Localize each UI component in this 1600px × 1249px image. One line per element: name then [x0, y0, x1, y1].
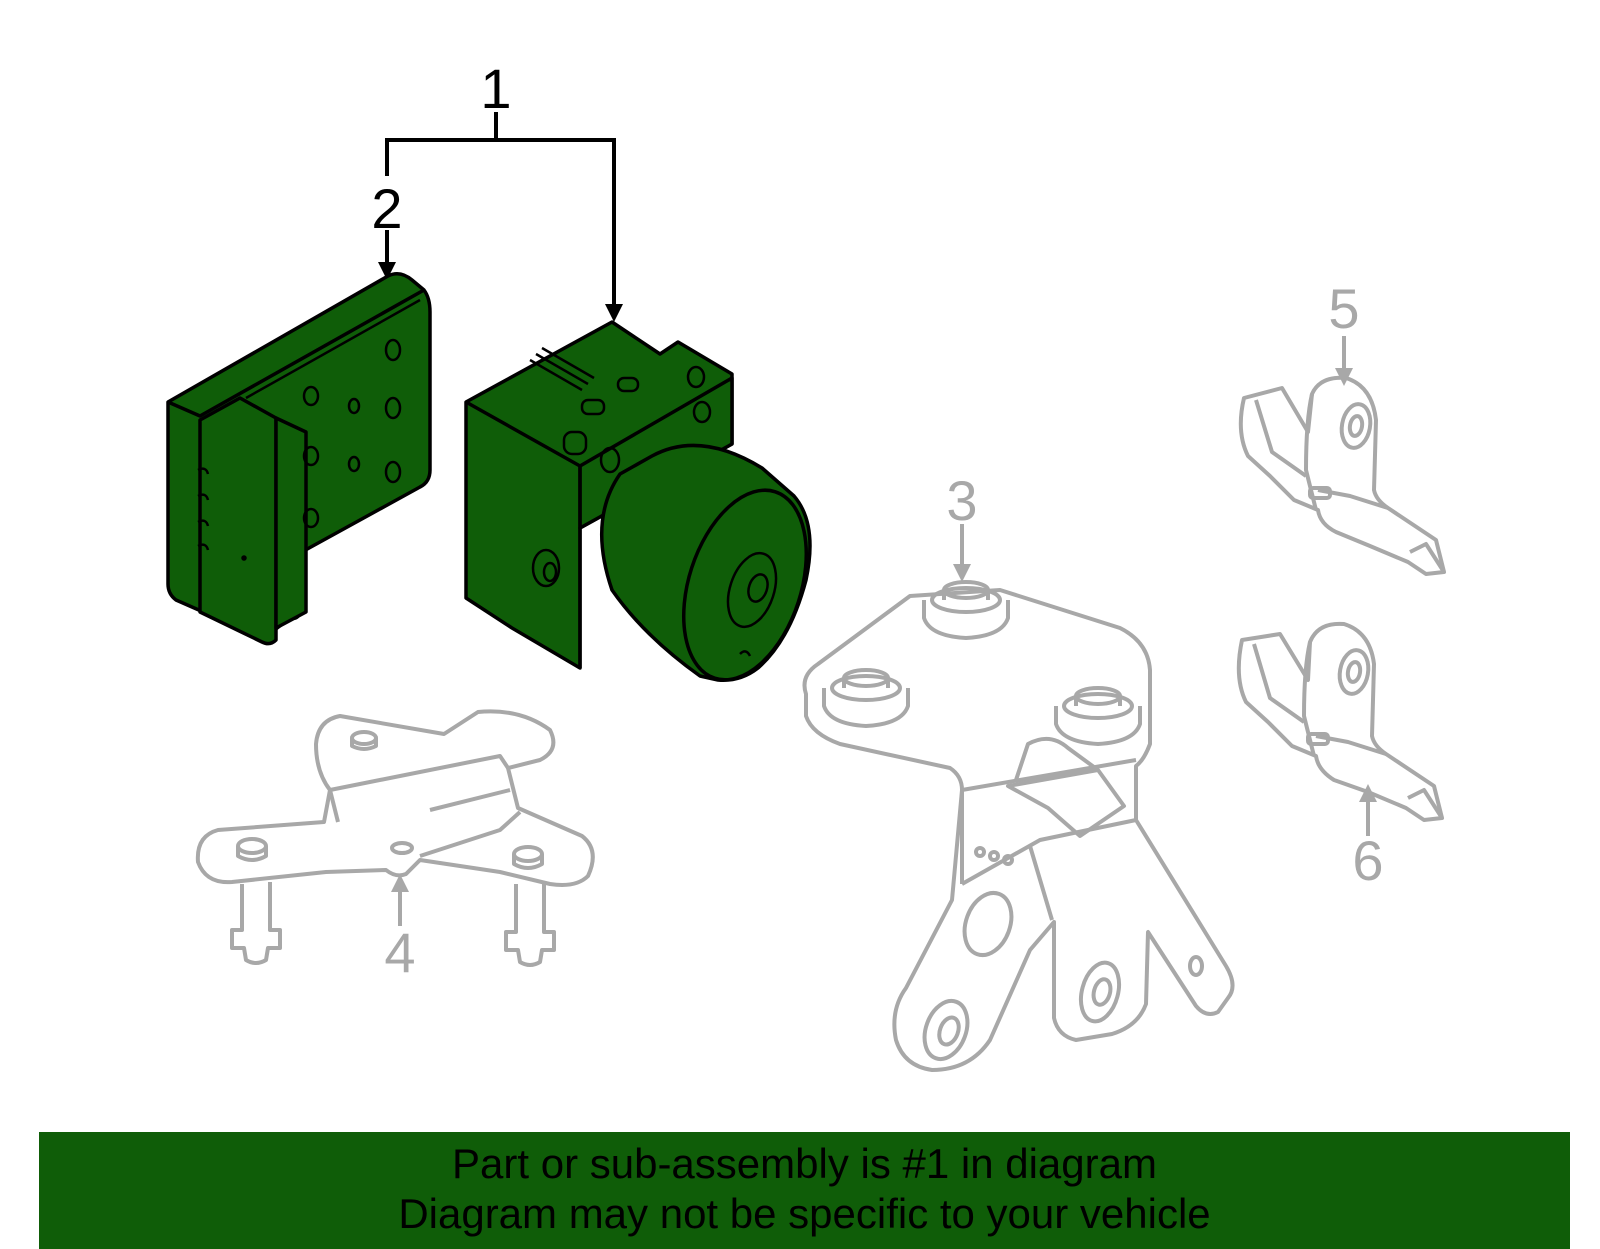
callout-4: 4: [384, 921, 415, 984]
callout-3: 3: [946, 469, 977, 532]
callout-5-arrowhead: [1335, 368, 1353, 386]
callout-2: 2: [371, 177, 402, 240]
speed-sensor-lower[interactable]: [1236, 621, 1444, 822]
info-banner: Part or sub-assembly is #1 in diagram Di…: [39, 1132, 1570, 1249]
callout-1-arrowhead: [605, 304, 623, 322]
callout-2-arrowhead: [378, 262, 396, 280]
banner-line-2: Diagram may not be specific to your vehi…: [398, 1190, 1211, 1237]
callout-6-arrowhead: [1359, 784, 1377, 802]
hydraulic-unit[interactable]: [464, 320, 829, 696]
callout-1: 1: [480, 57, 511, 120]
mounting-bracket[interactable]: [802, 580, 1235, 1072]
banner-line-1: Part or sub-assembly is #1 in diagram: [452, 1140, 1157, 1187]
lower-bracket[interactable]: [195, 709, 595, 967]
callout-1-leader: [385, 112, 616, 308]
callout-4-arrowhead: [391, 874, 409, 892]
callout-5: 5: [1328, 277, 1359, 340]
callout-3-arrowhead: [953, 564, 971, 582]
control-module[interactable]: [166, 272, 432, 646]
callout-6: 6: [1352, 829, 1383, 892]
speed-sensor-upper[interactable]: [1238, 375, 1446, 576]
